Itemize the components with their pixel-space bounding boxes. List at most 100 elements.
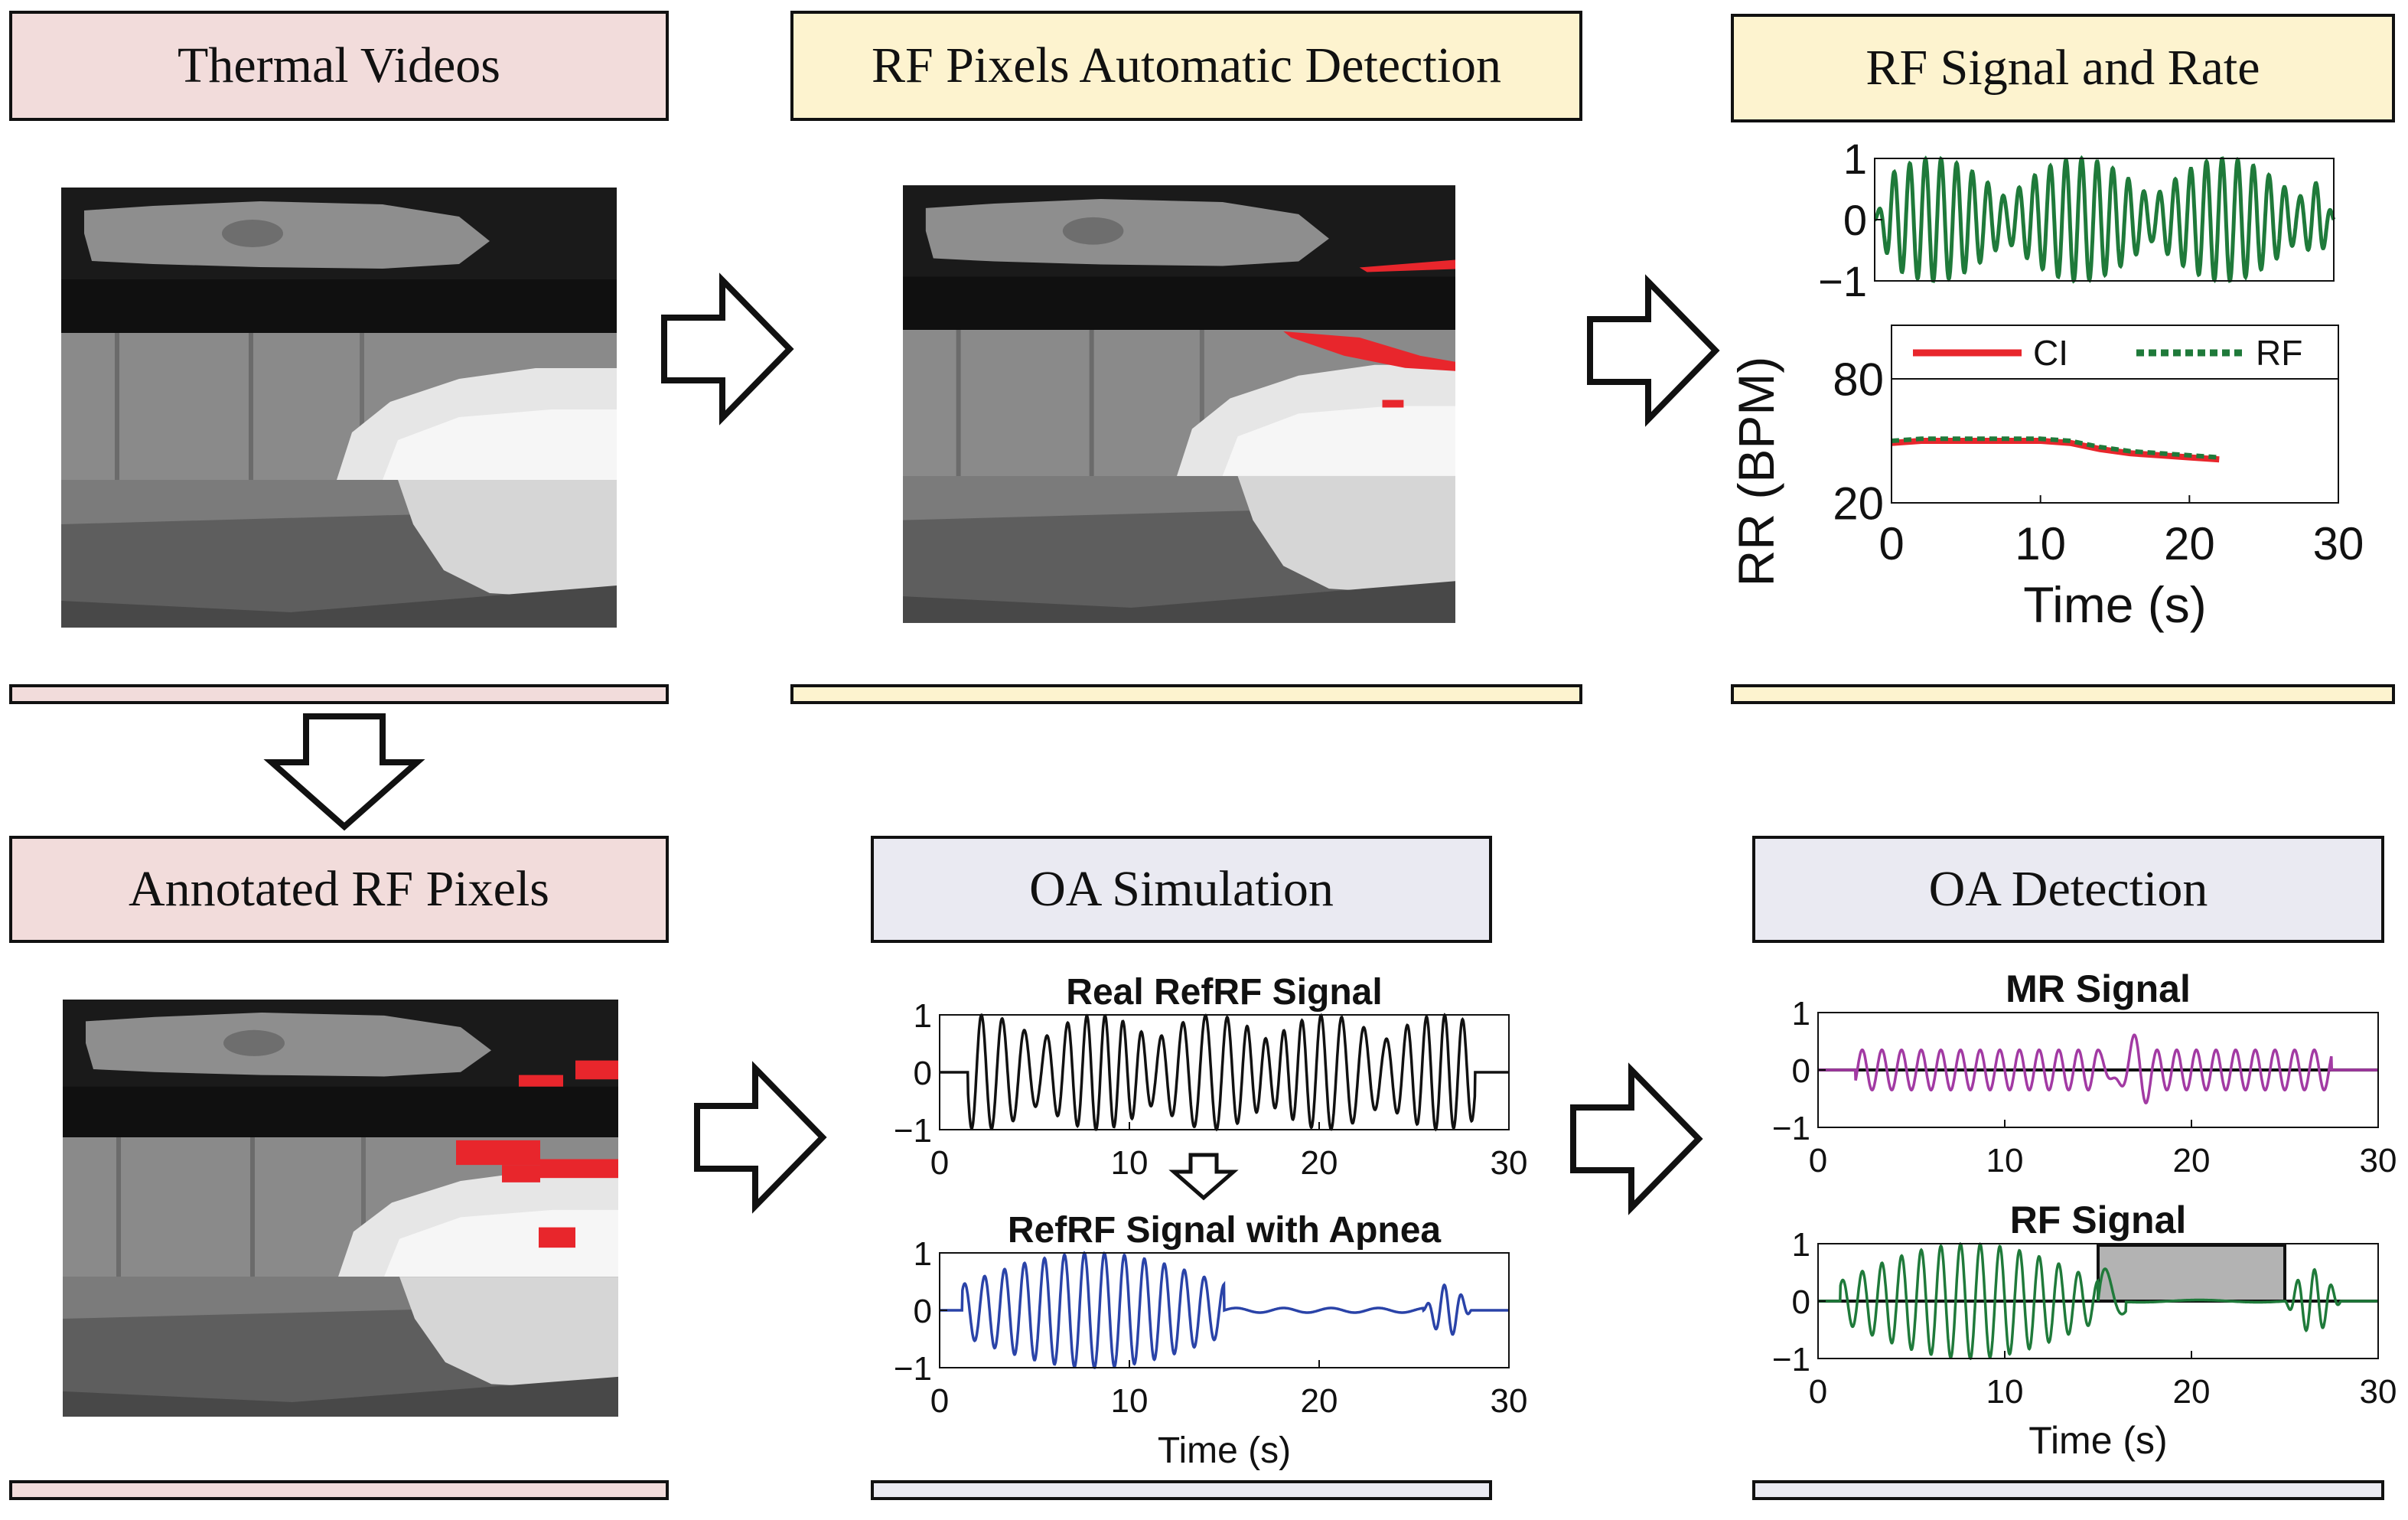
legend-ci-label: CI	[2033, 333, 2068, 373]
x-tick-label: 0	[1809, 1142, 1827, 1179]
thermal-stripe	[361, 1137, 366, 1277]
panel-title-annotated-rf: Annotated RF Pixels	[9, 836, 669, 943]
y-tick-label: −1	[1818, 257, 1867, 305]
series-line-rf	[1891, 436, 2220, 460]
x-tick-label: 0	[1879, 518, 1904, 569]
thermal-brightest-region	[383, 409, 617, 480]
x-tick-label: 10	[1986, 1142, 2024, 1179]
y-tick-label: 1	[914, 1235, 932, 1273]
signal-line	[1818, 1241, 2378, 1361]
signal-line	[940, 1251, 1509, 1370]
x-tick-label: 20	[2173, 1373, 2211, 1411]
y-tick-label: −1	[1772, 1341, 1810, 1378]
y-tick-label: 0	[914, 1293, 932, 1330]
annotated-rf-pixel	[575, 1060, 618, 1080]
panel-title-oa-simulation-text: OA Simulation	[1029, 861, 1334, 917]
thermal-bottom-dark	[61, 585, 617, 628]
x-axis-label: Time (s)	[2023, 576, 2207, 633]
y-tick-label: 80	[1833, 354, 1884, 406]
y-tick-label: 1	[1792, 1226, 1810, 1264]
x-tick-label: 0	[930, 1144, 949, 1182]
x-tick-label: 20	[1301, 1144, 1338, 1182]
x-tick-label: 30	[1491, 1382, 1528, 1420]
x-tick-label: 30	[1491, 1144, 1528, 1182]
y-tick-label: −1	[894, 1350, 932, 1388]
panel-title-thermal-videos: Thermal Videos	[9, 11, 669, 121]
x-tick-label: 30	[2360, 1142, 2397, 1179]
annotated-rf-frame	[63, 1000, 618, 1417]
arrow-down-icon	[263, 713, 425, 831]
panel-title-rf-signal-rate: RF Signal and Rate	[1731, 14, 2395, 122]
panel-footer-rf-signal-rate	[1731, 684, 2395, 704]
thermal-dark-strip	[903, 276, 1455, 331]
thermal-stripe	[249, 333, 253, 480]
x-tick-label: 30	[2360, 1373, 2397, 1411]
panel-footer-rf-detection	[790, 684, 1582, 704]
x-tick-label: 30	[2313, 518, 2364, 569]
series-line-ci	[1891, 438, 2220, 463]
plot-title: Real RefRF Signal	[1066, 972, 1382, 1013]
y-tick-label: 1	[1792, 995, 1810, 1032]
x-axis-label: Time (s)	[1158, 1430, 1291, 1471]
arrow-right-icon	[694, 1061, 827, 1214]
thermal-stripe	[116, 1137, 121, 1277]
arrow-right-icon	[1587, 274, 1720, 427]
y-tick-label: 0	[1843, 196, 1867, 244]
y-tick-label: 1	[1843, 135, 1867, 183]
y-axis-label: RR (BPM)	[1728, 357, 1784, 587]
plot-title: RF Signal	[2010, 1199, 2187, 1241]
thermal-ear-shape	[1062, 217, 1124, 245]
panel-title-annotated-rf-text: Annotated RF Pixels	[128, 861, 549, 917]
x-tick-label: 10	[2015, 518, 2066, 569]
annotated-rf-pixel	[540, 1159, 618, 1179]
legend-rf-label: RF	[2256, 333, 2302, 373]
thermal-dark-strip	[61, 279, 617, 333]
plot-title: MR Signal	[2006, 967, 2191, 1010]
thermal-ear-shape	[223, 1029, 285, 1056]
panel-footer-oa-simulation	[871, 1480, 1492, 1500]
thermal-bottom-bright	[398, 480, 617, 601]
rf-pixel-cluster	[1283, 331, 1455, 371]
x-tick-label: 10	[1111, 1382, 1149, 1420]
thermal-stripe	[115, 333, 119, 480]
panel-footer-oa-detection	[1752, 1480, 2384, 1500]
y-tick-label: 20	[1833, 478, 1884, 530]
x-tick-label: 20	[1301, 1382, 1338, 1420]
rf-pixel-cluster	[1382, 400, 1404, 408]
x-tick-label: 10	[1111, 1144, 1149, 1182]
x-tick-label: 20	[2173, 1142, 2211, 1179]
annotated-rf-pixel	[519, 1075, 563, 1087]
panel-title-oa-detection: OA Detection	[1752, 836, 2384, 943]
x-tick-label: 0	[1809, 1373, 1827, 1411]
x-tick-label: 10	[1986, 1373, 2024, 1411]
thermal-dark-strip	[63, 1086, 618, 1138]
y-tick-label: −1	[894, 1112, 932, 1150]
thermal-ear-shape	[222, 220, 283, 247]
thermal-head-shape	[84, 201, 490, 269]
thermal-stripe	[250, 1137, 255, 1277]
y-tick-label: 0	[1792, 1284, 1810, 1321]
thermal-bottom-dark	[903, 581, 1455, 623]
panel-title-thermal-videos-text: Thermal Videos	[178, 38, 500, 93]
rf-detection-frame	[903, 185, 1455, 623]
y-tick-label: 0	[914, 1055, 932, 1092]
rf-pixel-cluster	[1359, 259, 1455, 272]
apnea-region	[2097, 1244, 2286, 1303]
panel-title-oa-simulation: OA Simulation	[871, 836, 1492, 943]
annotated-rf-pixel	[539, 1227, 575, 1248]
thermal-stripe	[1199, 330, 1204, 476]
thermal-brightest-region	[384, 1209, 618, 1277]
y-tick-label: −1	[1772, 1110, 1810, 1147]
y-tick-label: 1	[914, 997, 932, 1035]
annotated-rf-pixel	[502, 1165, 540, 1182]
arrow-down-icon	[1168, 1153, 1239, 1201]
signal-line	[1818, 1033, 2378, 1104]
thermal-stripe	[360, 333, 364, 480]
thermal-bottom-bright	[1237, 475, 1455, 597]
plot-frame	[1891, 378, 2339, 504]
panel-title-oa-detection-text: OA Detection	[1928, 861, 2208, 917]
